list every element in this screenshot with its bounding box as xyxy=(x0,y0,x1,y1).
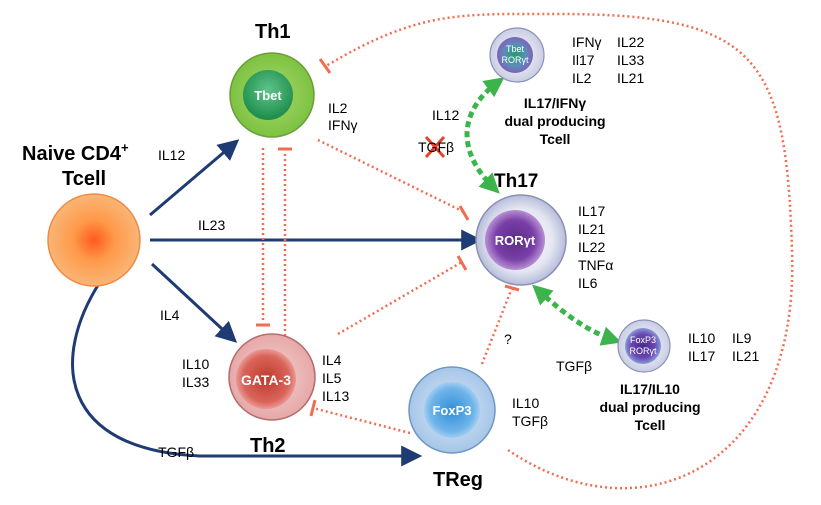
dual-ifn-marker-2: RORγt xyxy=(502,55,529,65)
th2-cytokine-r2: IL5 xyxy=(322,370,342,386)
treg-cell: FoxP3 xyxy=(408,366,496,454)
dual-ifn-cell: Tbet RORγt xyxy=(489,27,545,83)
dual-il10-cytokine-2a: IL17 xyxy=(688,348,715,364)
treg-title: TReg xyxy=(433,469,483,491)
th2-cell: GATA-3 xyxy=(228,333,316,421)
label-tgfb-dual-il10: TGFβ xyxy=(556,358,592,374)
th1-title: Th1 xyxy=(255,21,291,43)
bar-th17-top xyxy=(458,205,470,221)
th1-cell: Tbet xyxy=(229,52,315,138)
dual-il10-label-3: Tcell xyxy=(635,417,666,433)
activation-arrows xyxy=(71,139,483,467)
bar-th1-right xyxy=(318,58,332,74)
dual-ifn-cytokine-2a: Il17 xyxy=(572,52,595,68)
label-il4: IL4 xyxy=(160,307,180,323)
th2-title: Th2 xyxy=(250,435,286,457)
dual-il10-cytokine-1b: IL9 xyxy=(732,330,752,346)
label-il12: IL12 xyxy=(158,147,185,163)
inhibit-treg-to-th17 xyxy=(480,287,514,365)
th17-cytokine-5: IL6 xyxy=(578,275,598,291)
naive-cell xyxy=(47,193,141,287)
th2-cytokine-l2: IL33 xyxy=(182,374,209,390)
label-il23: IL23 xyxy=(198,217,225,233)
label-question: ? xyxy=(504,331,512,347)
th2-cytokine-r1: IL4 xyxy=(322,352,342,368)
treg-cytokine-1: IL10 xyxy=(512,395,539,411)
th2-cytokine-r3: IL13 xyxy=(322,388,349,404)
dual-il10-cytokine-1a: IL10 xyxy=(688,330,715,346)
inhibition-arrows xyxy=(261,12,794,490)
arrow-naive-to-treg xyxy=(71,281,423,467)
bar-th17-left xyxy=(456,255,468,271)
bar-th17-bottom xyxy=(504,284,520,292)
naive-title-sup: + xyxy=(121,140,129,155)
dual-ifn-cytokine-3a: IL2 xyxy=(572,70,592,86)
dual-ifn-marker-1: Tbet xyxy=(506,44,525,54)
naive-title-line2: Tcell xyxy=(62,168,106,190)
th17-cytokine-4: TNFα xyxy=(578,257,613,273)
dual-il10-cell: FoxP3 RORγt xyxy=(617,319,671,373)
dual-il10-label-1: IL17/IL10 xyxy=(620,381,680,397)
dual-ifn-label-3: Tcell xyxy=(540,131,571,147)
dual-il10-label-2: dual producing xyxy=(599,399,700,415)
blocked-x-icon xyxy=(424,135,446,159)
label-tgfb-blocked: TGFβ xyxy=(418,139,454,155)
dual-il10-marker-2: RORγt xyxy=(630,346,657,356)
th1-marker: Tbet xyxy=(254,88,282,103)
inhibit-th2-to-th17 xyxy=(337,260,463,336)
naive-title-main: Naive CD4 xyxy=(22,143,122,165)
plasticity-arrows xyxy=(464,77,622,346)
th17-cytokine-1: IL17 xyxy=(578,203,605,219)
th17-marker: RORγt xyxy=(495,233,536,248)
arrow-naive-to-th1 xyxy=(149,139,240,217)
arrow-naive-to-th2 xyxy=(150,262,238,343)
th17-cytokine-2: IL21 xyxy=(578,221,605,237)
th2-marker: GATA-3 xyxy=(241,372,291,388)
bar-th2-right xyxy=(309,399,317,417)
th17-cell: RORγt xyxy=(475,194,567,286)
dual-ifn-cytokine-3b: IL21 xyxy=(617,70,644,86)
dual-ifn-label-1: IL17/IFNγ xyxy=(524,95,586,111)
plasticity-th17-ifn xyxy=(464,77,505,194)
label-il12-dual: IL12 xyxy=(432,107,459,123)
dual-il10-marker-1: FoxP3 xyxy=(630,335,656,345)
th1-cytokine-1: IL2 xyxy=(328,100,348,116)
naive-title-line1: Naive CD4+ xyxy=(22,140,129,165)
dual-ifn-cytokine-1b: IL22 xyxy=(617,34,644,50)
dual-ifn-label-2: dual producing xyxy=(504,113,605,129)
inhibit-treg-to-th2 xyxy=(312,406,411,435)
th2-cytokine-l1: IL10 xyxy=(182,356,209,372)
inhibit-th1-to-th17 xyxy=(317,138,465,214)
th1-cytokine-2: IFNγ xyxy=(328,117,358,133)
dual-il10-cytokine-2b: IL21 xyxy=(732,348,759,364)
plasticity-th17-il10 xyxy=(532,284,622,346)
treg-marker: FoxP3 xyxy=(432,403,471,418)
label-tgfb-treg: TGFβ xyxy=(158,444,194,460)
inhibition-bars xyxy=(256,58,520,417)
th17-title: Th17 xyxy=(494,171,538,192)
treg-cytokine-2: TGFβ xyxy=(512,413,548,429)
dual-ifn-cytokine-2b: IL33 xyxy=(617,52,644,68)
dual-ifn-cytokine-1a: IFNγ xyxy=(572,34,602,50)
th17-cytokine-3: IL22 xyxy=(578,239,605,255)
